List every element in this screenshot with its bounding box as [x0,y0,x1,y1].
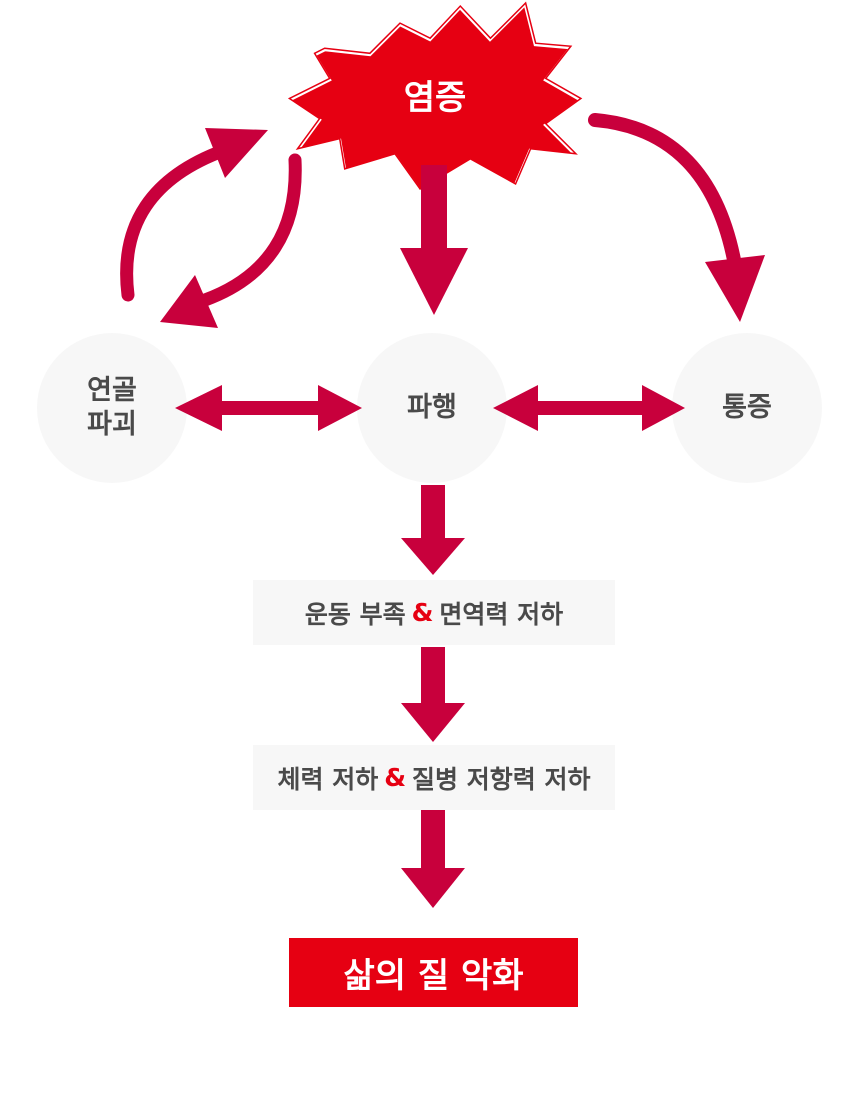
result-quality-of-life: 삶의 질 악화 [289,938,578,1007]
arrow-inflammation-to-pain [588,113,765,322]
step2-ampersand: & [384,763,407,792]
step-exercise-immunity: 운동 부족 & 면역력 저하 [253,580,615,645]
arrow-cartilage-to-inflammation [120,128,268,302]
step2-right: 질병 저항력 저하 [412,764,591,794]
node-circle-limping [357,333,507,483]
double-arrow-limping-pain [493,385,685,431]
step1-ampersand: & [411,598,434,627]
inflammation-starburst [287,2,583,192]
double-arrow-cartilage-limping [175,385,362,431]
step1-right: 면역력 저하 [439,599,564,629]
node-cartilage-destruction: 연골 파괴 [52,374,172,442]
node-cartilage-line1: 연골 [87,375,137,406]
arrow-limping-to-step1 [401,485,465,575]
arrow-step1-to-step2 [401,647,465,742]
step-stamina-resistance: 체력 저하 & 질병 저항력 저하 [253,745,615,810]
node-circle-pain [672,333,822,483]
node-pain: 통증 [722,392,772,423]
node-circle-cartilage [37,333,187,483]
arrow-inflammation-to-limping [400,165,468,315]
arrow-step2-to-result [401,810,465,908]
inflammation-label: 염증 [403,78,467,118]
arrow-inflammation-to-cartilage [160,153,302,328]
node-limping: 파행 [407,392,457,423]
step1-left: 운동 부족 [304,599,406,629]
step2-left: 체력 저하 [277,764,379,794]
node-cartilage-line2: 파괴 [87,409,137,440]
